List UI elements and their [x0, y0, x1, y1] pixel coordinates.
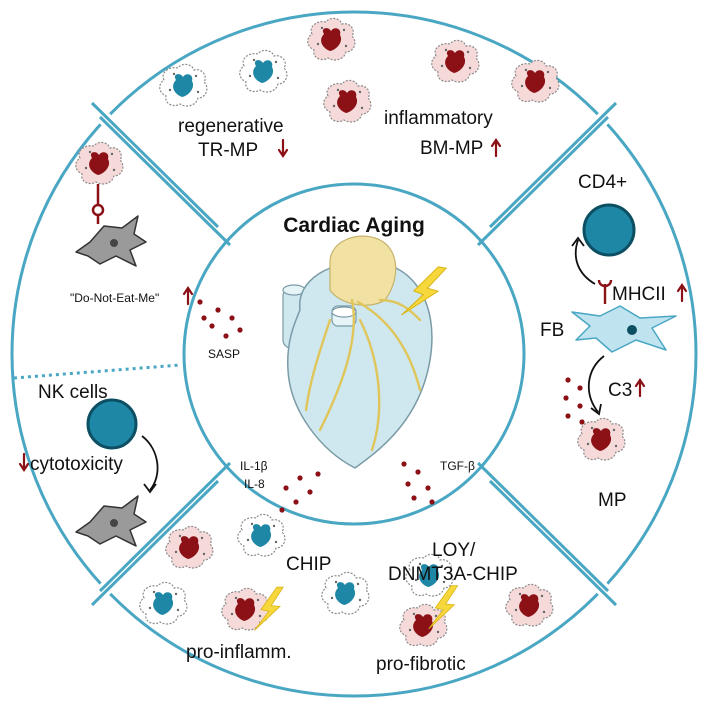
- bm-mp-label: BM-MP: [420, 138, 483, 159]
- up-arrow-icon: [634, 378, 646, 398]
- gray-cell-icon: [75, 215, 147, 267]
- pro-fibrotic-label: pro-fibrotic: [376, 654, 466, 675]
- regenerative-label: regenerative: [178, 116, 284, 137]
- left-dotted-divider: [13, 363, 181, 380]
- up-arrow-icon: [490, 138, 502, 158]
- receptor-icon: [91, 184, 105, 224]
- c3-label: C3: [608, 380, 632, 401]
- macrophage-icon: [399, 603, 448, 647]
- nk-arrow: [141, 435, 159, 491]
- gray-cell-icon: [75, 495, 147, 547]
- c3-arrow: [587, 355, 605, 413]
- pro-inflamm-label: pro-inflamm.: [186, 642, 292, 663]
- mp-label: MP: [598, 490, 627, 511]
- c3-dots: [563, 377, 585, 425]
- macrophage-icon: [139, 581, 188, 625]
- sasp-label: SASP: [208, 347, 240, 361]
- mhcii-label: MHCII: [612, 284, 666, 305]
- mhcii-receptor-icon: [597, 279, 613, 304]
- macrophage-icon: [165, 525, 214, 569]
- center-title: Cardiac Aging: [283, 214, 425, 237]
- macrophage-icon: [159, 63, 208, 107]
- nk-cells-label: NK cells: [38, 382, 108, 403]
- nk-cell-icon: [86, 398, 138, 450]
- cd4-label: CD4+: [578, 172, 627, 193]
- segment-borders: [90, 101, 618, 607]
- loy-label: LOY/: [432, 540, 476, 561]
- chip-label: CHIP: [286, 554, 331, 575]
- macrophage-icon: [307, 17, 356, 61]
- tr-mp-label: TR-MP: [198, 140, 258, 161]
- macrophage-icon: [239, 49, 288, 93]
- il8-label: IL-8: [244, 477, 265, 491]
- heart-illustration: [282, 235, 447, 469]
- macrophage-icon: [505, 583, 554, 627]
- outer-ring: [10, 10, 698, 698]
- macrophage-icon: [511, 59, 560, 103]
- macrophage-icon: [431, 39, 480, 83]
- do-not-eat-me-label: "Do-Not-Eat-Me": [70, 291, 159, 305]
- fb-label: FB: [540, 320, 564, 341]
- cd4-arrow: [574, 239, 596, 285]
- il-dots: [279, 471, 321, 513]
- down-arrow-icon: [277, 138, 289, 158]
- macrophage-icon: [75, 141, 124, 185]
- cd4-cell-icon: [582, 203, 636, 257]
- tgfb-label: TGF-β: [440, 459, 475, 473]
- macrophage-icon: [237, 513, 286, 557]
- macrophage-icon: [321, 571, 370, 615]
- segment-dividers: [91, 105, 617, 603]
- up-arrow-icon: [676, 283, 688, 303]
- inflammatory-label: inflammatory: [384, 108, 493, 129]
- cytotoxicity-label: cytotoxicity: [30, 454, 123, 475]
- tgfb-dots: [401, 461, 435, 505]
- macrophage-icon: [323, 79, 372, 123]
- fibroblast-icon: [571, 305, 677, 353]
- dnmt3a-chip-label: DNMT3A-CHIP: [388, 564, 518, 585]
- macrophage-icon: [577, 417, 626, 461]
- il1b-label: IL-1β: [240, 459, 268, 473]
- sasp-dots: [197, 299, 243, 339]
